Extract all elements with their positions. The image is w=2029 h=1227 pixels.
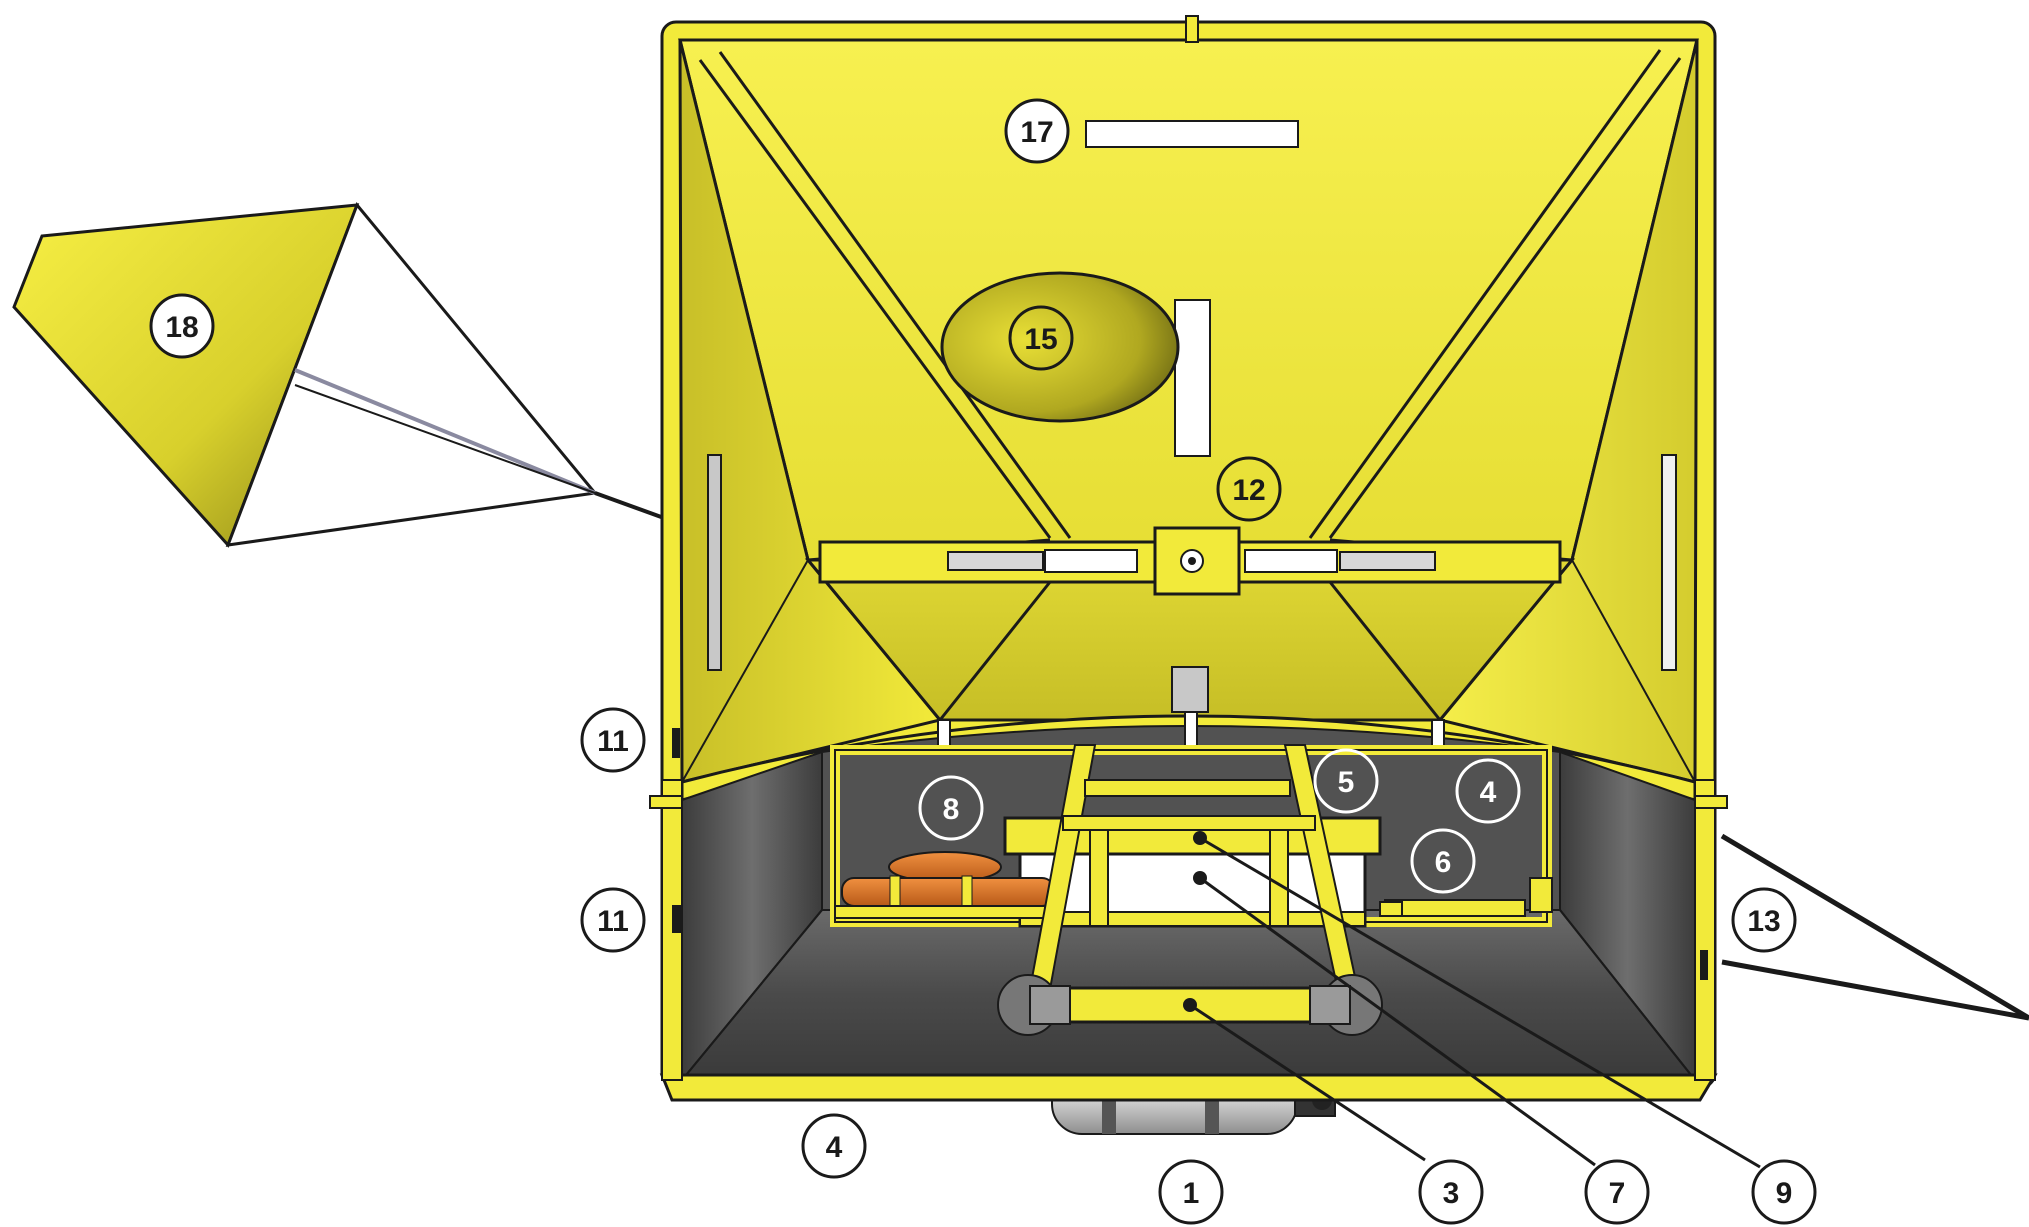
callout-label: 12 bbox=[1232, 474, 1265, 507]
drogue-line bbox=[294, 384, 596, 494]
canopy-strip-vertical bbox=[1174, 299, 1211, 457]
callout-label: 4 bbox=[1480, 776, 1497, 809]
callout-18: 18 bbox=[149, 293, 215, 359]
callout-6: 6 bbox=[1410, 828, 1476, 894]
canopy-strip-top bbox=[1085, 120, 1299, 148]
callout-label: 8 bbox=[943, 793, 960, 826]
callout-11-top: 11 bbox=[580, 707, 646, 773]
callout-label: 1 bbox=[1183, 1177, 1200, 1210]
callout-13: 13 bbox=[1731, 887, 1797, 953]
canopy-strip-lower bbox=[1171, 666, 1209, 713]
canopy-strip-left bbox=[707, 454, 722, 671]
callout-label: 3 bbox=[1443, 1177, 1460, 1210]
callout-17: 17 bbox=[1004, 98, 1070, 164]
callout-label: 9 bbox=[1776, 1177, 1793, 1210]
raft-body bbox=[649, 15, 1761, 1169]
callout-12: 12 bbox=[1216, 456, 1282, 522]
callout-label: 5 bbox=[1338, 766, 1355, 799]
callout-label: 7 bbox=[1609, 1177, 1626, 1210]
callout-label: 17 bbox=[1020, 116, 1053, 149]
callout-9: 9 bbox=[1751, 1159, 1817, 1225]
tow-line bbox=[1720, 833, 2029, 1021]
callout-label: 13 bbox=[1747, 905, 1780, 938]
callout-5: 5 bbox=[1313, 748, 1379, 814]
drogue-anchor bbox=[12, 202, 751, 563]
canopy-hatch bbox=[940, 271, 1180, 423]
callout-label: 11 bbox=[597, 905, 629, 938]
callout-8: 8 bbox=[918, 775, 984, 841]
callout-label: 15 bbox=[1024, 323, 1057, 356]
callout-4-outer: 4 bbox=[801, 1113, 867, 1179]
boarding-ladder bbox=[997, 744, 1383, 1036]
drogue-line bbox=[294, 368, 596, 495]
callout-15: 15 bbox=[1008, 305, 1074, 371]
callout-label: 11 bbox=[597, 725, 629, 758]
callout-label: 6 bbox=[1435, 846, 1452, 879]
raft-rim-bottom bbox=[659, 1073, 1718, 1102]
canopy-strip-right bbox=[1661, 454, 1677, 671]
callouts: 18 17 15 12 11 11 8 5 bbox=[149, 98, 1817, 1225]
callout-1: 1 bbox=[1158, 1159, 1224, 1225]
callout-4-inner: 4 bbox=[1455, 758, 1521, 824]
callout-label: 18 bbox=[165, 311, 198, 344]
callout-label: 4 bbox=[826, 1131, 843, 1164]
callout-3: 3 bbox=[1418, 1159, 1484, 1225]
orange-pad bbox=[841, 877, 1055, 907]
callout-11-bottom: 11 bbox=[580, 887, 646, 953]
callout-7: 7 bbox=[1584, 1159, 1650, 1225]
